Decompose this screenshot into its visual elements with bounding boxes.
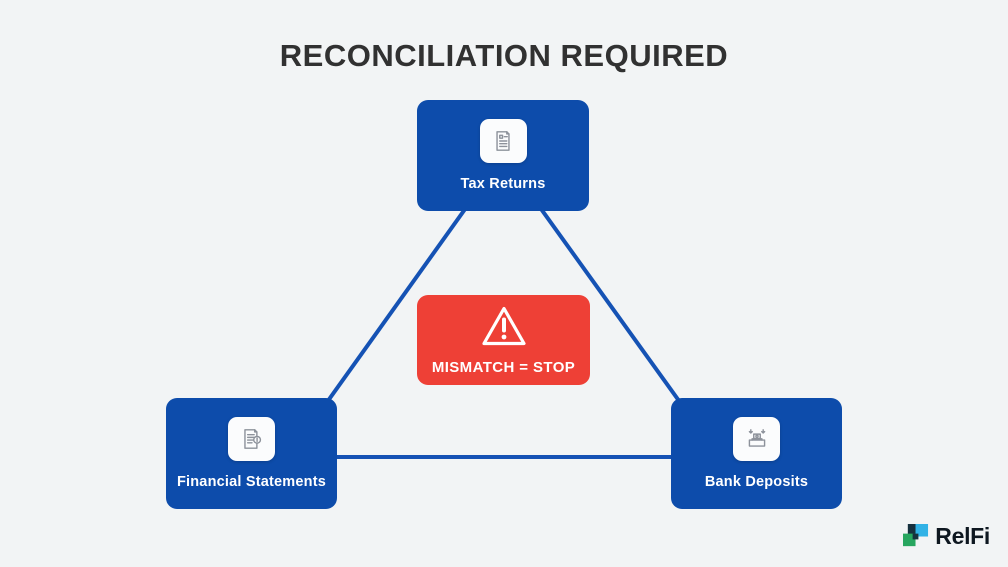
warning-box: MISMATCH = STOP: [417, 295, 590, 385]
warning-triangle-icon: [481, 305, 527, 352]
warning-label: MISMATCH = STOP: [431, 358, 576, 376]
relfi-logo: RelFi: [903, 523, 990, 550]
node-label: Financial Statements: [176, 474, 327, 490]
node-label: Bank Deposits: [704, 474, 809, 490]
tax-return-document-icon: [479, 119, 527, 163]
relfi-logo-mark-icon: [903, 523, 929, 550]
node-bank-deposits: Bank Deposits: [671, 398, 842, 509]
relfi-logo-text: RelFi: [935, 523, 990, 549]
node-financial-statements: Financial Statements: [166, 398, 337, 509]
node-label: Tax Returns: [460, 176, 546, 192]
node-tax-returns: Tax Returns: [417, 100, 589, 211]
financial-statement-document-icon: [228, 417, 275, 461]
cash-deposit-icon: [733, 417, 780, 461]
page-title: RECONCILIATION REQUIRED: [279, 38, 729, 73]
